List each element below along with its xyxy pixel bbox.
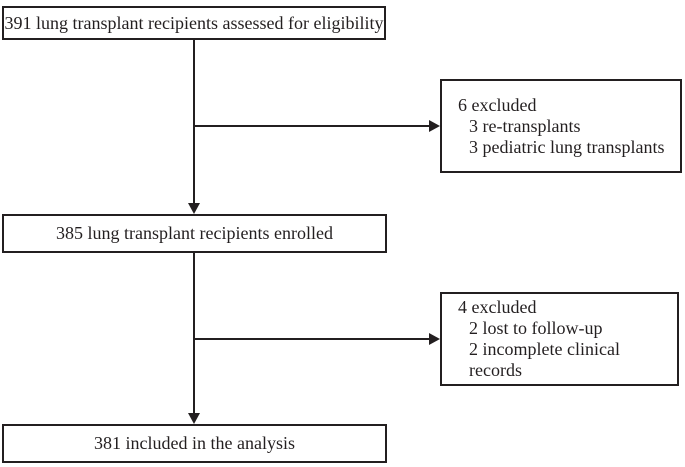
arrow-assessed-to-enrolled-head [188,203,200,214]
box-enrolled: 385 lung transplant recipients enrolled [2,214,387,253]
analysis-label: 381 included in the analysis [94,433,295,453]
arrow-branch-excluded-2-head [429,333,440,345]
excluded-first-title: 6 excluded [458,94,537,115]
box-assessed-for-eligibility: 391 lung transplant recipients assessed … [2,6,386,40]
box-excluded-second: 4 excluded 2 lost to follow-up 2 incompl… [440,292,679,386]
excluded-first-item-pediatric: 3 pediatric lung transplants [469,136,665,157]
enrolled-label: 385 lung transplant recipients enrolled [56,223,333,243]
box-included-in-analysis: 381 included in the analysis [2,424,387,463]
excluded-second-item-incomplete-records: 2 incomplete clinical records [469,339,620,380]
arrow-enrolled-to-analysis-head [188,413,200,424]
box-excluded-first: 6 excluded 3 re-transplants 3 pediatric … [440,79,682,173]
excluded-second-title: 4 excluded [458,297,537,317]
assessed-label: 391 lung transplant recipients assessed … [4,12,384,33]
arrow-branch-excluded-1-head [429,120,440,132]
excluded-second-item-lost-followup: 2 lost to follow-up [469,318,603,338]
excluded-first-item-retransplants: 3 re-transplants [469,115,581,136]
